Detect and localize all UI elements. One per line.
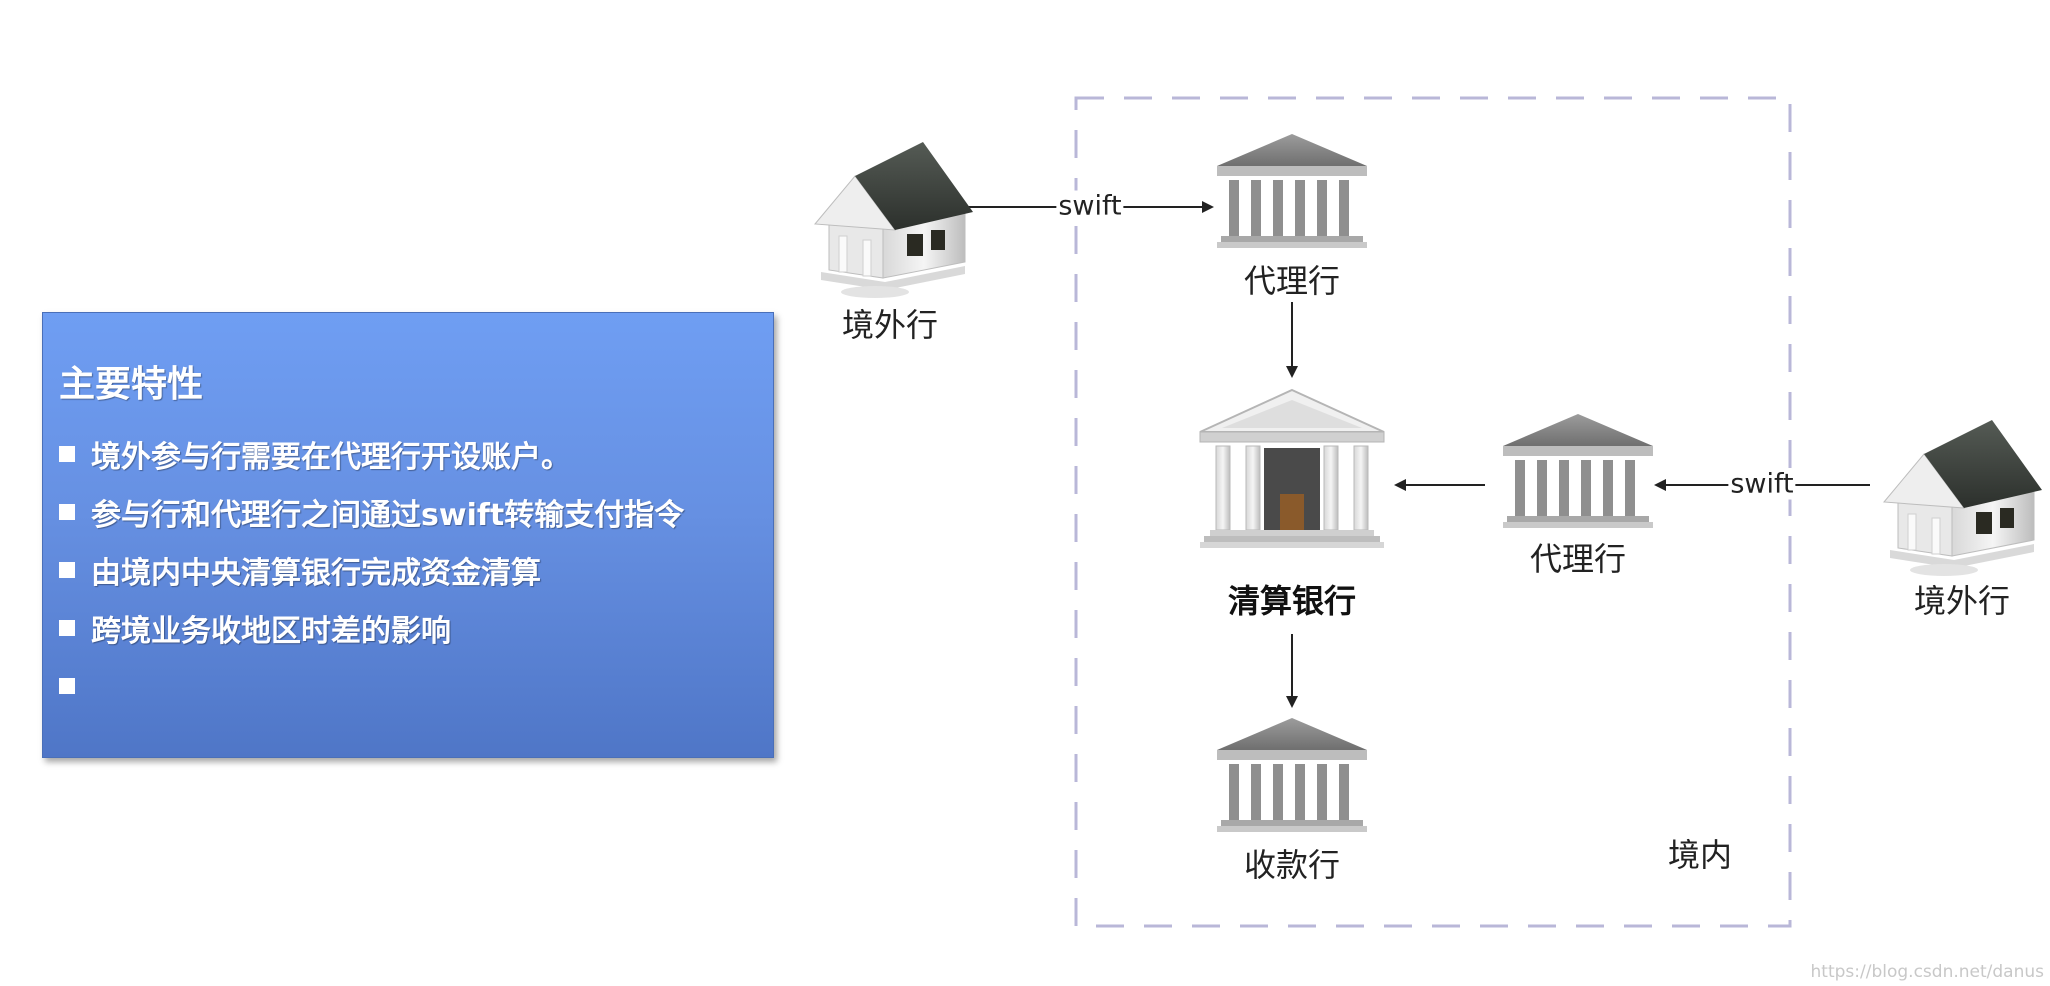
- node-label-foreign-bank-left: 境外行: [841, 306, 939, 344]
- watermark-url: https://blog.csdn.net/danus: [1810, 962, 2044, 982]
- receiving-bank-icon: [1217, 718, 1367, 832]
- correspondent-bank-top-icon: [1217, 134, 1367, 248]
- feature-item: 由境内中央清算银行完成资金清算: [59, 541, 684, 599]
- node-label-receiving-bank: 收款行: [1243, 846, 1341, 884]
- foreign-bank-right-icon: [1882, 420, 2042, 576]
- bullet-square-icon: [59, 678, 75, 694]
- node-label-clearing-bank: 清算银行: [1227, 582, 1357, 620]
- bullet-square-icon: [59, 562, 75, 578]
- node-label-correspondent-right: 代理行: [1529, 540, 1627, 578]
- feature-item: [59, 657, 684, 715]
- node-label-correspondent-top: 代理行: [1243, 262, 1341, 300]
- edge-label-left-swift: swift: [1056, 190, 1124, 222]
- feature-item: 跨境业务收地区时差的影响: [59, 599, 684, 657]
- bullet-square-icon: [59, 620, 75, 636]
- bullet-square-icon: [59, 446, 75, 462]
- feature-list: 境外参与行需要在代理行开设账户。 参与行和代理行之间通过swift转输支付指令 …: [59, 425, 684, 715]
- feature-text: 跨境业务收地区时差的影响: [91, 614, 451, 649]
- correspondent-bank-right-icon: [1503, 414, 1653, 528]
- feature-text: 境外参与行需要在代理行开设账户。: [91, 440, 571, 475]
- key-features-panel: 主要特性 境外参与行需要在代理行开设账户。 参与行和代理行之间通过swift转输…: [42, 312, 774, 758]
- panel-title: 主要特性: [59, 364, 204, 405]
- feature-item: 境外参与行需要在代理行开设账户。: [59, 425, 684, 483]
- edge-label-right-swift: swift: [1728, 468, 1796, 500]
- feature-item: 参与行和代理行之间通过swift转输支付指令: [59, 483, 684, 541]
- feature-text: 参与行和代理行之间通过swift转输支付指令: [91, 498, 685, 533]
- bullet-square-icon: [59, 504, 75, 520]
- region-label-domestic: 境内: [1667, 836, 1733, 874]
- foreign-bank-left-icon: [813, 142, 973, 298]
- feature-text: 由境内中央清算银行完成资金清算: [91, 556, 541, 591]
- domestic-region-border: [1074, 96, 1792, 928]
- node-label-foreign-bank-right: 境外行: [1913, 582, 2011, 620]
- clearing-bank-icon: [1199, 388, 1385, 548]
